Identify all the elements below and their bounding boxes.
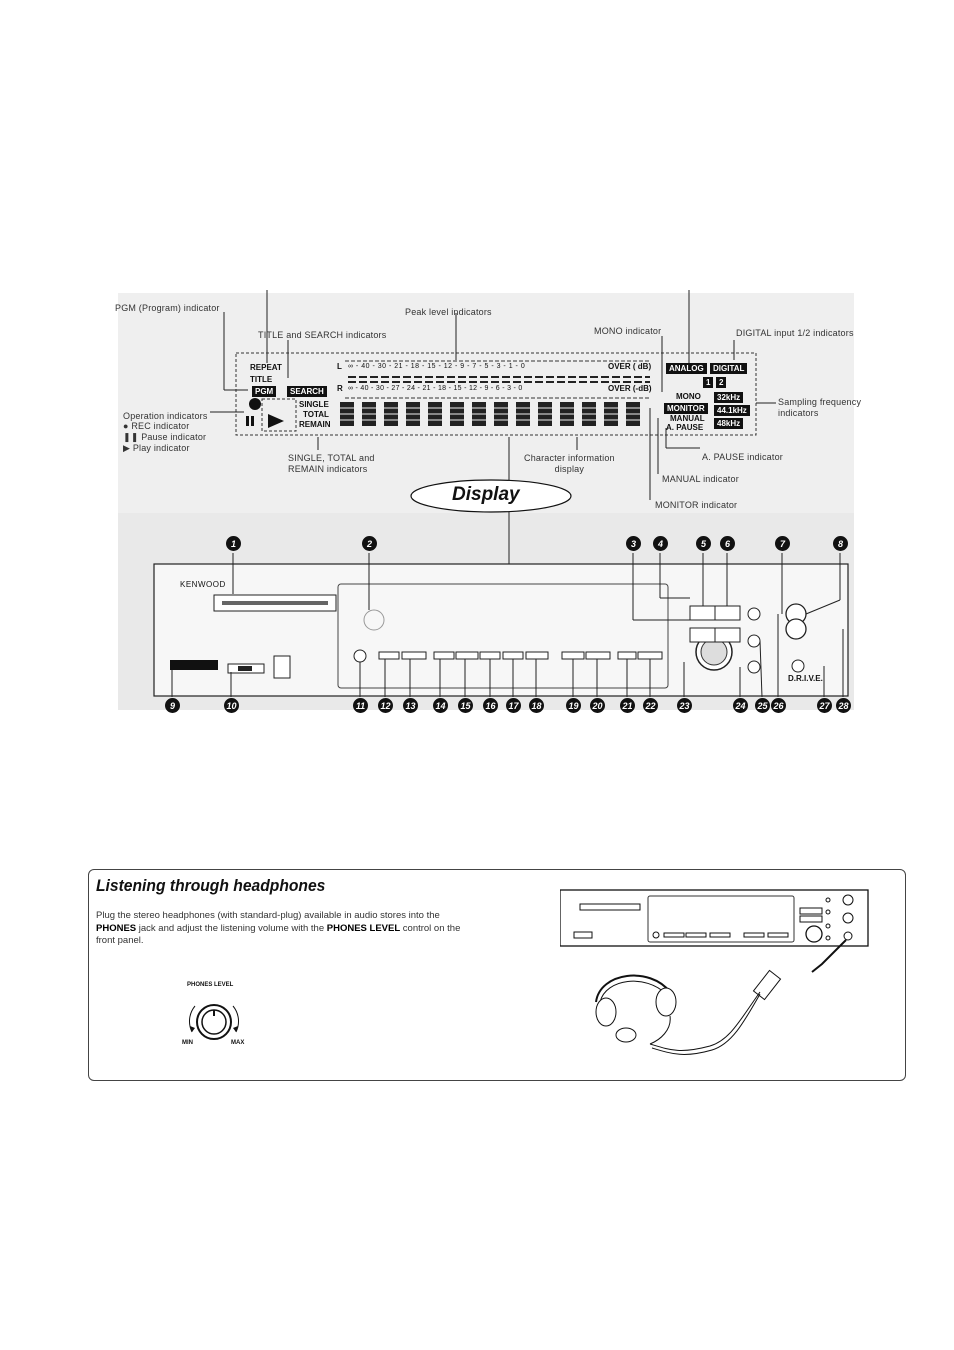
headphones-section bbox=[88, 869, 906, 1081]
knob-min: MIN bbox=[182, 1040, 193, 1046]
number-badge: 7 bbox=[775, 536, 790, 551]
lcd-mono: MONO bbox=[676, 392, 701, 401]
number-badge: 20 bbox=[590, 698, 605, 713]
lcd-meter-r: R bbox=[337, 384, 343, 393]
number-badge: 15 bbox=[458, 698, 473, 713]
drive-label: D.R.I.V.E. bbox=[788, 674, 823, 683]
lcd-48khz: 48kHz bbox=[714, 418, 744, 429]
knob-max: MAX bbox=[231, 1040, 245, 1046]
number-badge: 8 bbox=[833, 536, 848, 551]
lcd-441khz: 44.1kHz bbox=[714, 405, 750, 416]
lcd-meter-l: L bbox=[337, 362, 342, 371]
number-badge: 22 bbox=[643, 698, 658, 713]
number-badge: 25 bbox=[755, 698, 770, 713]
number-badge: 1 bbox=[226, 536, 241, 551]
callout-pause: ❚❚ Pause indicator bbox=[123, 432, 207, 442]
lcd-monitor: MONITOR bbox=[664, 403, 708, 414]
phones-level-knob-icon bbox=[188, 1004, 240, 1040]
callout-title-search: TITLE and SEARCH indicators bbox=[258, 330, 387, 340]
callout-a-pause: A. PAUSE indicator bbox=[702, 452, 783, 462]
lcd-search: SEARCH bbox=[287, 386, 327, 397]
callout-operation: Operation indicators bbox=[123, 411, 208, 421]
number-badge: 24 bbox=[733, 698, 748, 713]
lcd-32khz: 32kHz bbox=[714, 392, 744, 403]
lcd-digital: DIGITAL bbox=[710, 363, 748, 374]
knob-label: PHONES LEVEL bbox=[187, 982, 234, 988]
number-badge: 3 bbox=[626, 536, 641, 551]
number-badge: 19 bbox=[566, 698, 581, 713]
callout-manual: MANUAL indicator bbox=[662, 474, 739, 484]
number-badge: 10 bbox=[224, 698, 239, 713]
number-badge: 9 bbox=[165, 698, 180, 713]
number-badge: 21 bbox=[620, 698, 635, 713]
lcd-pgm: PGM bbox=[252, 386, 277, 397]
lcd-over-r: OVER (-dB) bbox=[608, 384, 652, 393]
number-badge: 16 bbox=[483, 698, 498, 713]
number-badge: 13 bbox=[403, 698, 418, 713]
lcd-over-l: OVER ( dB) bbox=[608, 362, 652, 371]
number-badge: 4 bbox=[653, 536, 668, 551]
callout-rec: ● REC indicator bbox=[123, 421, 190, 431]
number-badge: 26 bbox=[771, 698, 786, 713]
lcd-meter-l-scale: ∞ - 40 - 30 - 21 - 18 - 15 - 12 - 9 - 7 … bbox=[348, 363, 526, 370]
lcd-input-1: 1 bbox=[703, 377, 714, 388]
lcd-remain: REMAIN bbox=[299, 420, 331, 429]
lcd-manual: MANUAL bbox=[670, 414, 705, 423]
callout-monitor: MONITOR indicator bbox=[655, 500, 738, 510]
brand-logo: KENWOOD bbox=[180, 580, 226, 589]
number-badge: 27 bbox=[817, 698, 832, 713]
callout-pgm: PGM (Program) indicator bbox=[115, 303, 220, 313]
display-diagram bbox=[118, 290, 854, 710]
lcd-analog: ANALOG bbox=[666, 363, 707, 374]
number-badge: 5 bbox=[696, 536, 711, 551]
callout-play: ▶ Play indicator bbox=[123, 443, 190, 453]
number-badge: 28 bbox=[836, 698, 851, 713]
number-badge: 2 bbox=[362, 536, 377, 551]
number-badge: 11 bbox=[353, 698, 368, 713]
headphones-body: Plug the stereo headphones (with standar… bbox=[96, 910, 461, 946]
lcd-meter-r-scale: ∞ - 40 - 30 - 27 - 24 - 21 - 18 - 15 - 1… bbox=[348, 385, 523, 392]
lcd-single: SINGLE bbox=[299, 400, 329, 409]
number-badge: 12 bbox=[378, 698, 393, 713]
number-badge: 23 bbox=[677, 698, 692, 713]
callout-mono: MONO indicator bbox=[594, 326, 662, 336]
headphones-illustration bbox=[560, 889, 869, 1055]
lcd-total: TOTAL bbox=[303, 410, 329, 419]
callout-peak-level: Peak level indicators bbox=[405, 307, 492, 317]
display-title: Display bbox=[452, 484, 520, 505]
lcd-repeat: REPEAT bbox=[250, 363, 282, 372]
number-badge: 18 bbox=[529, 698, 544, 713]
number-badge: 14 bbox=[433, 698, 448, 713]
number-badge: 17 bbox=[506, 698, 521, 713]
callout-digital-input: DIGITAL input 1/2 indicators bbox=[736, 328, 854, 338]
lcd-a-pause: A. PAUSE bbox=[666, 423, 704, 432]
number-badge: 6 bbox=[720, 536, 735, 551]
headphones-heading: Listening through headphones bbox=[96, 876, 326, 895]
lcd-title: TITLE bbox=[250, 375, 273, 384]
lcd-input-2: 2 bbox=[716, 377, 727, 388]
